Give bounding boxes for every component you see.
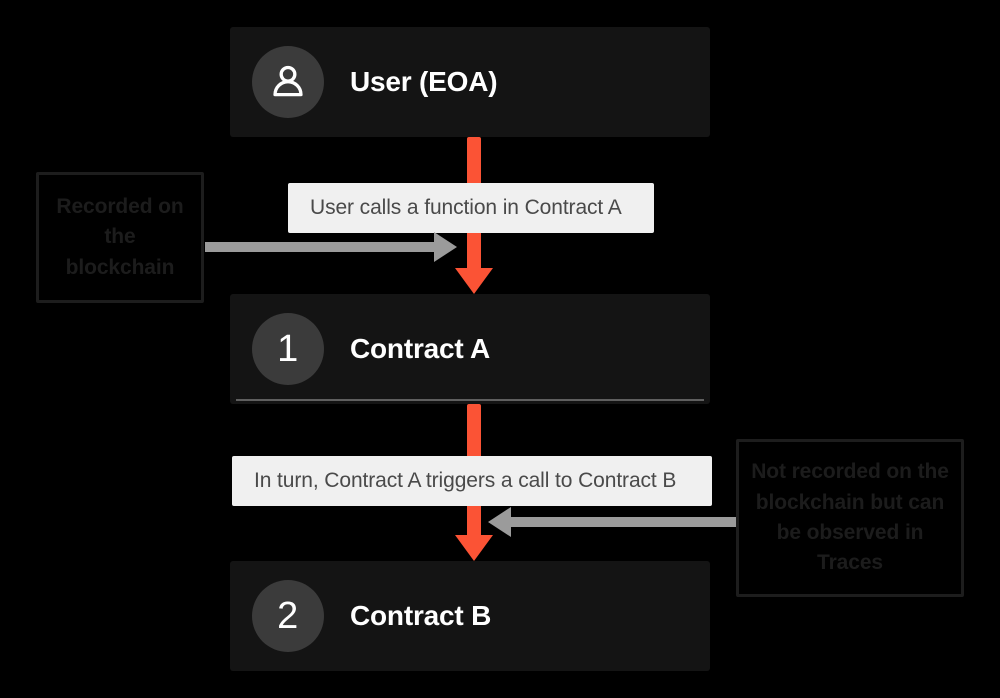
node-user-label: User (EOA) <box>350 66 498 97</box>
annotation-text: Not recorded on the blockchain but can b… <box>751 460 949 575</box>
step-badge-1: 1 <box>252 313 324 385</box>
arrow-head <box>455 268 493 294</box>
annotation-recorded-on-chain: Recorded on the blockchain <box>36 172 204 303</box>
arrow-head <box>455 535 493 561</box>
edge-label-text: In turn, Contract A triggers a call to C… <box>254 469 677 492</box>
avatar <box>252 46 324 118</box>
node-contract-b[interactable]: 2 Contract B <box>230 561 710 671</box>
step-badge-2: 2 <box>252 580 324 652</box>
connector-arrow-right <box>488 507 738 537</box>
edge-label-user-to-contract-a: User calls a function in Contract A <box>288 183 654 233</box>
annotation-not-recorded-traces: Not recorded on the blockchain but can b… <box>736 439 964 597</box>
person-icon <box>273 65 303 97</box>
step-number: 2 <box>277 595 299 637</box>
connector-head <box>434 232 457 262</box>
node-contract-a[interactable]: 1 Contract A <box>230 294 710 404</box>
connector-shaft <box>510 517 738 527</box>
step-number: 1 <box>277 328 299 370</box>
node-contract-a-label: Contract A <box>350 333 491 364</box>
node-underline <box>236 399 704 401</box>
annotation-text: Recorded on the blockchain <box>56 194 184 279</box>
connector-head <box>488 507 511 537</box>
node-user[interactable]: User (EOA) <box>230 27 710 137</box>
connector-arrow-left <box>205 232 457 262</box>
node-contract-b-label: Contract B <box>350 600 492 631</box>
edge-label-text: User calls a function in Contract A <box>310 196 622 219</box>
edge-label-contract-a-to-contract-b: In turn, Contract A triggers a call to C… <box>232 456 712 506</box>
connector-shaft <box>205 242 435 252</box>
